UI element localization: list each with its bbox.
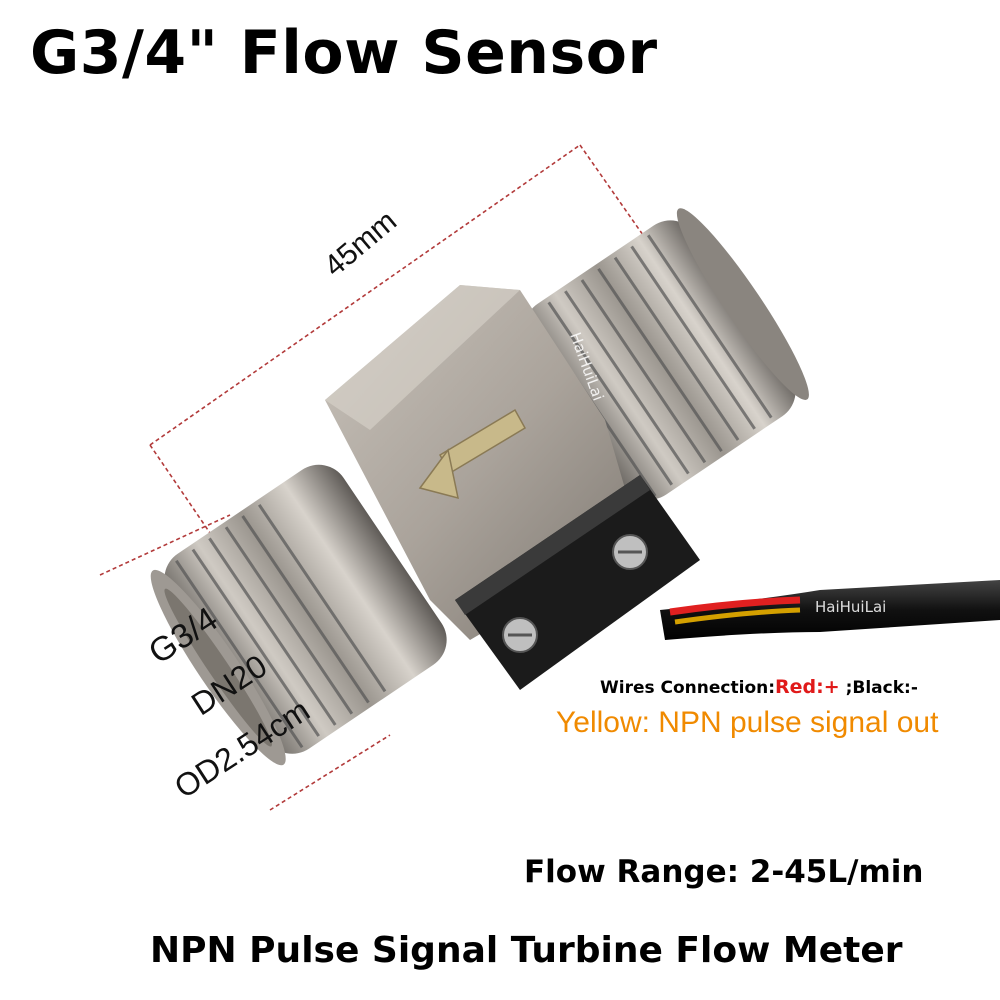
wires-prefix: Wires Connection: — [600, 678, 776, 698]
dimension-lines — [99, 144, 651, 811]
sensor-housing — [455, 475, 700, 690]
page-title: G3/4" Flow Sensor — [30, 18, 658, 88]
flow-range-label: Flow Range: 2-45L/min — [524, 854, 924, 890]
watermark: HaiHuiLai — [815, 598, 887, 616]
wire-black-label: Black:- — [852, 678, 918, 698]
left-thread — [150, 464, 447, 766]
sensor-cable — [660, 580, 1000, 640]
product-subtitle: NPN Pulse Signal Turbine Flow Meter — [150, 930, 903, 971]
wire-red-label: Red:+ — [775, 676, 840, 698]
wire-separator: ; — [839, 678, 853, 698]
wire-yellow-label: Yellow: NPN pulse signal out — [556, 706, 939, 739]
wires-connection-note: Wires Connection:Red:+ ;Black:- — [600, 676, 918, 698]
